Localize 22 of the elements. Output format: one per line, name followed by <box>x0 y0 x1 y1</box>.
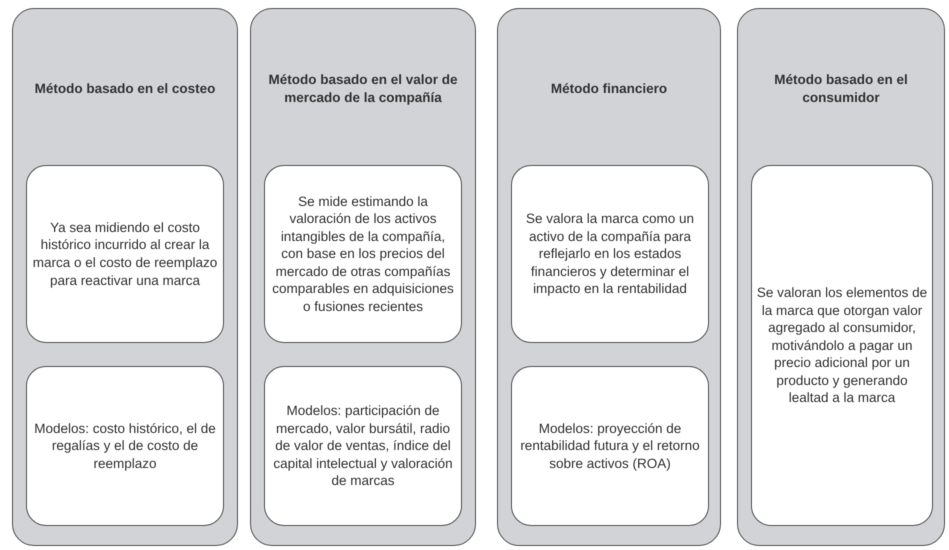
method-column <box>250 8 476 546</box>
method-column <box>737 8 945 546</box>
description-box <box>26 366 224 526</box>
method-heading: Método basado en el valor de mercado de la compañía <box>267 70 459 107</box>
method-column <box>497 8 721 546</box>
description-box <box>751 165 933 526</box>
description-text: Modelos: costo histórico, el de regalías y el de costo de reemplazo <box>33 420 217 472</box>
description-box <box>264 366 462 526</box>
method-heading: Método basado en el costeo <box>34 80 216 98</box>
description-text: Se mide estimando la valoración de los activos intangibles de la compañía, con base en los precios del mercado de otras compañías comparables en adquisiciones o fusiones recientes <box>271 192 455 316</box>
method-heading: Método financiero <box>550 80 668 98</box>
description-box <box>511 366 709 526</box>
description-text: Se valora la marca como un activo de la compañía para reflejarlo en los estados financieros y determinar el impacto en la rentabilidad <box>524 210 696 298</box>
method-heading: Método basado en el consumidor <box>773 70 909 107</box>
description-box <box>511 165 709 343</box>
description-box <box>26 165 224 343</box>
description-text: Modelos: participación de mercado, valor bursátil, radio de valor de ventas, índice del capital intelectual y valoración de marcas <box>272 402 454 490</box>
description-box <box>264 165 462 343</box>
description-text: Modelos: proyección de rentabilidad futura y el retorno sobre activos (ROA) <box>519 420 701 472</box>
method-column <box>12 8 238 546</box>
description-text: Ya sea midiendo el costo histórico incurrido al crear la marca o el costo de reemplazo para reactivar una marca <box>32 218 218 290</box>
description-text: Se valoran los elementos de la marca que otorgan valor agregado al consumidor, motivándolo a pagar un precio adicional por un producto y generando lealtad a la marca <box>756 284 928 407</box>
